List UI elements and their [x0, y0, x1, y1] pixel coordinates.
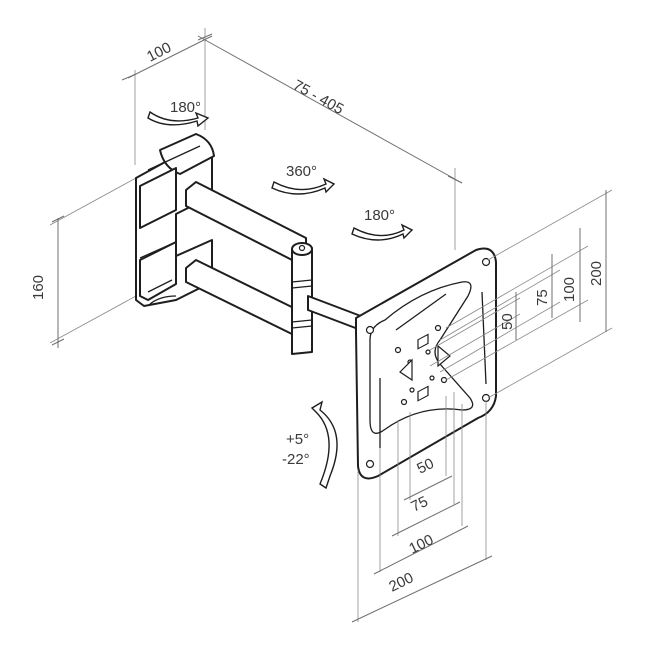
wall-plate-height-dimension: 160	[30, 177, 137, 348]
vesa-horizontal-50-label: 50	[414, 455, 436, 478]
tilt-indicator: +5° -22°	[282, 400, 338, 490]
vesa-hole	[365, 325, 375, 335]
head-swivel-label: 180°	[364, 207, 395, 224]
vesa-hole	[365, 459, 375, 469]
arm-reach-label: 75 - 405	[290, 77, 346, 119]
vesa-vertical-75-label: 75	[534, 289, 551, 306]
wall-swivel-label: 180°	[170, 99, 201, 116]
rotate-arrow-icon	[271, 177, 336, 195]
rotate-arrow-icon	[147, 110, 210, 128]
vesa-plate	[355, 247, 497, 480]
extension-arms	[185, 181, 367, 355]
vesa-horizontal-100-label: 100	[406, 531, 436, 557]
rotate-arrow-icon	[351, 223, 414, 241]
arm-swivel-indicator: 360°	[271, 163, 336, 195]
vesa-vertical-100-label: 100	[561, 277, 578, 302]
vesa-horizontal-75-label: 75	[408, 493, 430, 516]
wall-plate-height-label: 160	[30, 275, 47, 300]
vesa-vertical-dimensions: 200 100 75 50	[429, 189, 613, 399]
head-swivel-indicator: 180°	[351, 207, 414, 241]
tilt-down-label: -22°	[282, 451, 310, 468]
tilt-arrow-icon	[310, 400, 338, 490]
vesa-vertical-200-label: 200	[588, 261, 605, 286]
vesa-hole	[481, 257, 491, 267]
arm-swivel-label: 360°	[286, 163, 317, 180]
depth-label: 100	[144, 39, 174, 66]
vesa-horizontal-200-label: 200	[386, 569, 416, 595]
tilt-up-label: +5°	[286, 431, 309, 448]
wall-swivel-indicator: 180°	[147, 99, 210, 128]
vesa-vertical-50-label: 50	[499, 313, 516, 330]
